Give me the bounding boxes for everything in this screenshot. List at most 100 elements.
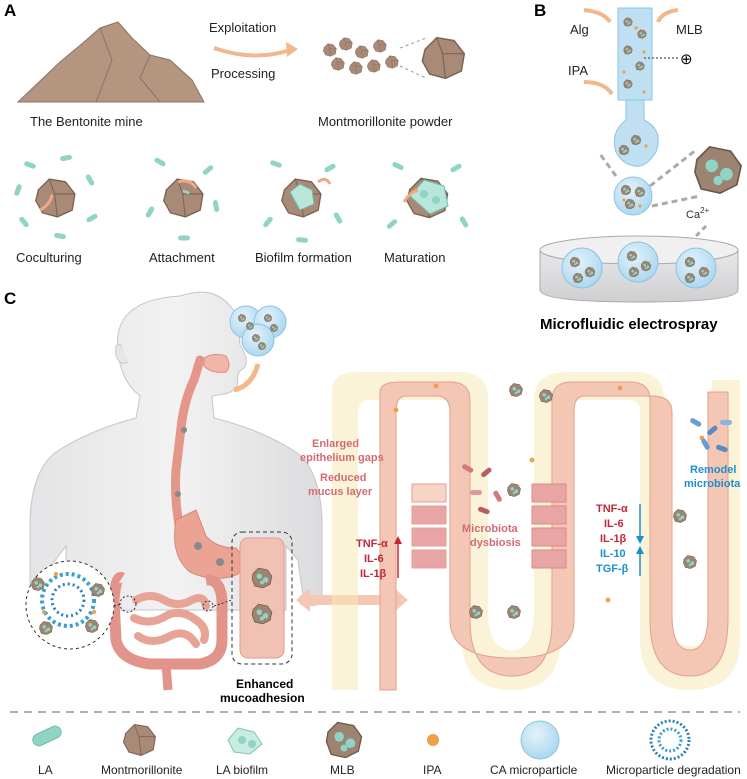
epithelial-cells-mid (531, 483, 567, 569)
colon-segment (239, 537, 285, 659)
stage-attachment (144, 156, 220, 241)
comparison-arrow-left (296, 588, 310, 612)
legend-label-mlb: MLB (330, 763, 355, 777)
dysbiosis-label-2: dysbiosis (470, 537, 521, 549)
alg-inlet-arrow (583, 8, 612, 24)
legend-label-montmorillonite: Montmorillonite (101, 763, 183, 777)
positive-charge-icon: ⊕ (680, 51, 693, 68)
large-intestine (108, 571, 228, 670)
legend-label-degradation: Microparticle degradation (606, 763, 741, 777)
right-cytokine-1: TNF-α (596, 503, 628, 515)
zoom-marker-right (202, 600, 214, 612)
remodeled-bacteria (690, 418, 732, 453)
zoom-connector-left (113, 603, 123, 607)
legend-label-ca-microparticle: CA microparticle (490, 763, 578, 777)
reduced-label-1: Reduced (320, 472, 366, 484)
exploitation-label: Exploitation (209, 20, 276, 35)
remodel-label-2: microbiota (684, 478, 741, 490)
legend-label-ipa: IPA (423, 763, 441, 777)
legend-la-icon (32, 725, 62, 747)
comparison-arrow-right (394, 588, 408, 612)
left-cytokine-2: IL-6 (364, 553, 384, 565)
rectum (161, 663, 173, 691)
right-cytokine-3: IL-1β (600, 533, 627, 545)
enlarged-label-2: epithelium gaps (300, 452, 384, 464)
stage-label-maturation: Maturation (384, 250, 445, 265)
legend-degradation-icon (649, 719, 691, 761)
legend-montmorillonite-icon (122, 724, 156, 756)
ca-ion-charge: 2+ (700, 206, 709, 215)
stage-maturation (385, 161, 470, 230)
panel-c-label: C (4, 289, 16, 308)
legend-mlb-icon (325, 721, 363, 759)
small-intestine (130, 592, 210, 648)
degrading-microparticle (40, 572, 96, 628)
dish-microparticles (561, 241, 717, 289)
esophagus (171, 355, 205, 535)
right-cytokine-4: IL-10 (600, 548, 626, 560)
zoom-connector-right (213, 599, 233, 607)
legend-ipa-icon (427, 734, 439, 746)
ipa-inlet-arrow (583, 80, 614, 96)
right-up-arrow-head (636, 546, 644, 554)
mouth (203, 353, 230, 373)
panel-b-label: B (534, 1, 546, 20)
released-mlb (31, 572, 105, 635)
legend-ca-microparticle-icon (520, 720, 560, 760)
ca-ion-text: Ca (686, 209, 701, 221)
dysbiosis-label-1: Microbiota (462, 523, 518, 535)
alg-label: Alg (570, 22, 589, 37)
remodel-label-1: Remodel (690, 464, 736, 476)
enlarged-label-1: Enlarged (312, 438, 359, 450)
processing-label: Processing (211, 66, 275, 81)
right-cytokine-5: TGF-β (596, 563, 629, 575)
montmorillonite-particle-zoom (421, 36, 466, 80)
esophagus-particle-2 (175, 491, 181, 497)
stage-label-biofilm: Biofilm formation (255, 250, 352, 265)
stage-biofilm-formation (262, 159, 344, 244)
zoom-line-b1 (649, 148, 697, 188)
stomach-particle-1 (194, 542, 202, 550)
epithelial-cells-left (411, 483, 447, 569)
microfluidic-title: Microfluidic electrospray (540, 316, 718, 333)
stage-label-coculturing: Coculturing (16, 250, 82, 265)
mlb-zoom-particle (693, 145, 743, 195)
mine-label: The Bentonite mine (30, 114, 143, 129)
enhanced-label-2: mucoadhesion (220, 691, 305, 705)
zoom-line-top (399, 37, 427, 49)
left-cytokine-3: IL-1β (360, 568, 387, 580)
right-down-arrow-head (636, 536, 644, 544)
legend-label-la-biofilm: LA biofilm (216, 763, 268, 777)
process-arrow (213, 46, 291, 58)
zoom-marker-left (119, 595, 137, 613)
microparticle (613, 176, 653, 216)
channel-contents (618, 17, 648, 156)
left-up-arrow-head (394, 536, 402, 544)
degrading-microparticle-core (50, 582, 86, 618)
oral-microparticle-cluster (229, 305, 287, 357)
ingestion-arrow (233, 363, 261, 393)
left-cytokine-1: TNF-α (356, 538, 388, 550)
colon-zoom-box (231, 531, 293, 665)
ipa-label: IPA (568, 63, 588, 78)
human-ear (115, 343, 129, 364)
legend-label-la: LA (38, 763, 53, 777)
mlb-inlet-arrow (656, 8, 679, 23)
dysbiotic-bacteria (462, 464, 502, 515)
zoom-line-bottom (399, 65, 427, 79)
legend-la-biofilm-icon (227, 727, 263, 755)
montmorillonite-powder (323, 37, 399, 75)
stage-label-attachment: Attachment (149, 250, 215, 265)
enhanced-label-1: Enhanced (236, 677, 293, 691)
panel-a-label: A (4, 1, 16, 20)
right-cytokine-2: IL-6 (604, 518, 624, 530)
ca-label: Ca2+ (686, 206, 710, 221)
stomach-particle-2 (216, 558, 224, 566)
droplet-neck (613, 99, 659, 167)
stage-coculturing (13, 154, 99, 240)
zoom-line-b3 (598, 153, 618, 177)
microparticle-contents (620, 184, 646, 210)
esophagus-particle-1 (181, 427, 187, 433)
reduced-label-2: mucus layer (308, 486, 373, 498)
